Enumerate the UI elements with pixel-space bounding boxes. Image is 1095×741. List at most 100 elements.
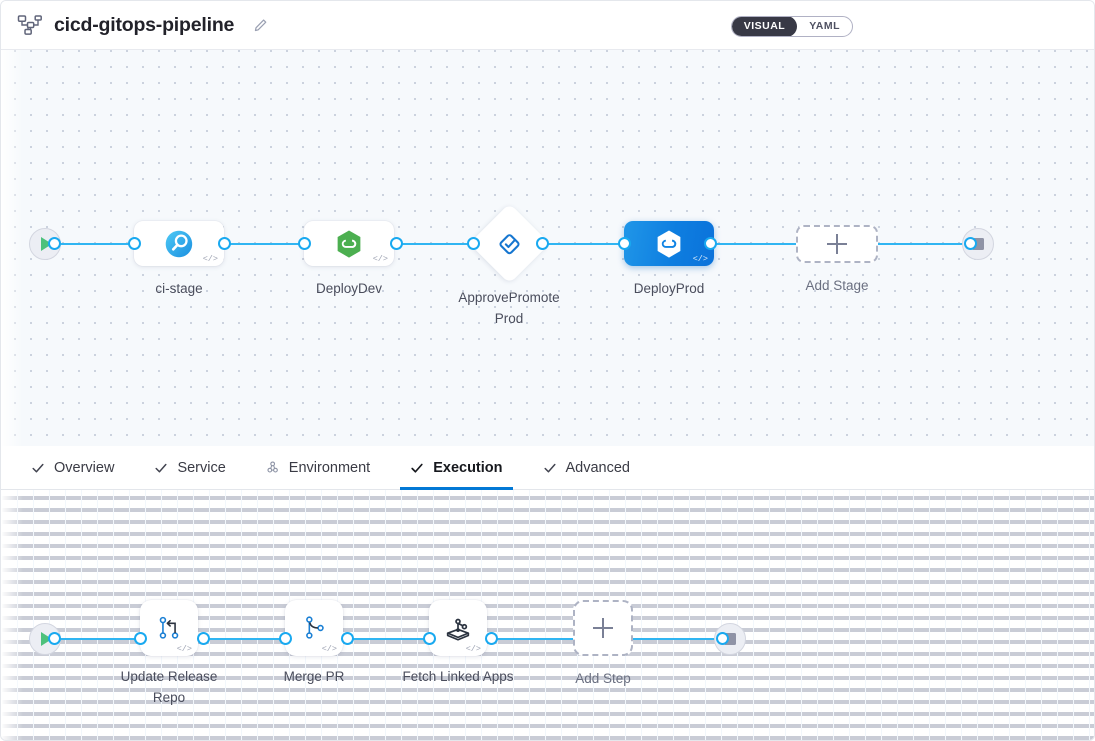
connector-dot-approval-out[interactable] xyxy=(536,237,549,250)
toggle-visual[interactable]: VISUAL xyxy=(731,17,798,36)
stage-node-deploydev[interactable]: </> DeployDev xyxy=(304,221,394,296)
page-title: cicd-gitops-pipeline xyxy=(54,13,235,36)
step-node-update-release-repo[interactable]: </> Update Release Repo xyxy=(121,600,217,705)
stage-label: DeployDev xyxy=(315,281,383,296)
execution-end[interactable] xyxy=(714,623,746,655)
connector-dot-deploydev-in[interactable] xyxy=(298,237,311,250)
pipeline-nodes-icon xyxy=(17,14,43,36)
approval-check-icon xyxy=(497,231,523,257)
tab-label: Advanced xyxy=(565,459,631,476)
add-stage-button[interactable] xyxy=(796,225,878,263)
header-left: cicd-gitops-pipeline xyxy=(17,14,268,37)
play-icon xyxy=(41,632,52,646)
connector-dot-approval-in[interactable] xyxy=(467,237,480,250)
edge-add-to-end xyxy=(629,638,727,640)
tab-label: Service xyxy=(177,459,226,476)
git-branch-icon xyxy=(300,614,328,642)
ci-build-icon xyxy=(164,229,194,259)
connector-dot-merge-out[interactable] xyxy=(341,632,354,645)
add-step-button[interactable] xyxy=(573,600,633,656)
tab-environment[interactable]: Environment xyxy=(246,446,390,490)
connector-dot-start[interactable] xyxy=(48,237,61,250)
edge-deploydev-to-approval xyxy=(395,243,505,245)
stage-node-ci-stage[interactable]: </> ci-stage xyxy=(134,221,224,296)
tab-label: Execution xyxy=(433,459,503,476)
add-step-label: Add Step xyxy=(575,671,631,686)
stage-node-deployprod[interactable]: </> DeployProd xyxy=(624,221,714,296)
connector-dot-merge-in[interactable] xyxy=(279,632,292,645)
stage-label: ApprovePromoteProd xyxy=(458,290,560,326)
connector-dot-exec-end[interactable] xyxy=(716,632,729,645)
git-merge-icon xyxy=(155,614,183,642)
step-label: Fetch Linked Apps xyxy=(402,669,514,684)
code-badge: </> xyxy=(465,643,481,654)
step-label: Merge PR xyxy=(283,669,345,684)
plus-icon xyxy=(593,618,613,638)
approval-diamond[interactable] xyxy=(469,203,550,284)
add-stage-node[interactable]: Add Stage xyxy=(796,225,878,293)
pipeline-end[interactable] xyxy=(962,228,994,260)
edge-approval-to-deployprod xyxy=(541,243,651,245)
harness-hexagon-green-icon xyxy=(335,229,363,259)
edge-merge-to-fetch xyxy=(341,638,441,640)
add-step-node[interactable]: Add Step xyxy=(573,600,633,686)
gitops-apps-icon xyxy=(443,613,473,643)
code-badge: </> xyxy=(202,253,218,264)
connector-dot-exec-start[interactable] xyxy=(48,632,61,645)
harness-hexagon-white-icon xyxy=(655,229,683,259)
stage-card[interactable]: </> xyxy=(304,221,394,266)
plus-icon xyxy=(827,234,847,254)
page-header: cicd-gitops-pipeline VISUAL YAML xyxy=(1,1,1094,50)
check-icon xyxy=(543,461,557,475)
pencil-edit-icon[interactable] xyxy=(253,18,268,33)
connector-dot-deployprod-in[interactable] xyxy=(618,237,631,250)
edge-ci-to-deploydev xyxy=(223,243,333,245)
step-node-merge-pr[interactable]: </> Merge PR xyxy=(284,600,344,684)
connector-dot-ci-out[interactable] xyxy=(218,237,231,250)
stage-graph-canvas[interactable]: </> ci-stage </> DeployDev xyxy=(1,50,1094,446)
check-icon xyxy=(31,461,45,475)
toggle-yaml[interactable]: YAML xyxy=(797,17,852,36)
execution-start[interactable] xyxy=(29,623,61,655)
view-mode-toggle[interactable]: VISUAL YAML xyxy=(730,16,853,37)
play-icon xyxy=(41,237,52,251)
code-badge: </> xyxy=(692,253,708,264)
tab-overview[interactable]: Overview xyxy=(23,446,134,490)
tab-service[interactable]: Service xyxy=(134,446,245,490)
step-label: Update Release Repo xyxy=(120,669,218,705)
execution-graph-canvas[interactable]: </> Update Release Repo </> xyxy=(1,490,1094,740)
edge-add-to-end xyxy=(873,243,977,245)
tab-label: Overview xyxy=(54,459,115,476)
step-card[interactable]: </> xyxy=(140,600,198,656)
connector-dot-end[interactable] xyxy=(964,237,977,250)
stage-node-approvepromoteprod[interactable]: ApprovePromoteProd xyxy=(458,203,560,326)
connector-dot-update-in[interactable] xyxy=(134,632,147,645)
step-card[interactable]: </> xyxy=(285,600,343,656)
edge-fetch-to-add xyxy=(485,638,575,640)
stage-label: DeployProd xyxy=(633,281,705,296)
add-stage-label: Add Stage xyxy=(805,278,869,293)
code-badge: </> xyxy=(321,643,337,654)
stage-card-selected[interactable]: </> xyxy=(624,221,714,266)
edge-start-to-update xyxy=(49,638,161,640)
edge-update-to-merge xyxy=(197,638,297,640)
tab-label: Environment xyxy=(288,459,371,476)
connector-dot-ci-in[interactable] xyxy=(128,237,141,250)
check-icon xyxy=(154,461,168,475)
stage-card[interactable]: </> xyxy=(134,221,224,266)
environment-infra-icon xyxy=(266,460,280,475)
connector-dot-deployprod-out[interactable] xyxy=(704,237,717,250)
connector-dot-fetch-out[interactable] xyxy=(485,632,498,645)
step-node-fetch-linked-apps[interactable]: </> Fetch Linked Apps xyxy=(402,600,514,684)
connector-dot-fetch-in[interactable] xyxy=(423,632,436,645)
connector-dot-deploydev-out[interactable] xyxy=(390,237,403,250)
connector-dot-update-out[interactable] xyxy=(197,632,210,645)
check-icon xyxy=(410,461,424,475)
code-badge: </> xyxy=(372,253,388,264)
tab-execution[interactable]: Execution xyxy=(390,446,522,490)
stage-config-tabs: Overview Service Environment E xyxy=(1,446,1094,490)
tab-advanced[interactable]: Advanced xyxy=(523,446,651,490)
edge-deployprod-to-add xyxy=(707,243,837,245)
step-card[interactable]: </> xyxy=(429,600,487,656)
